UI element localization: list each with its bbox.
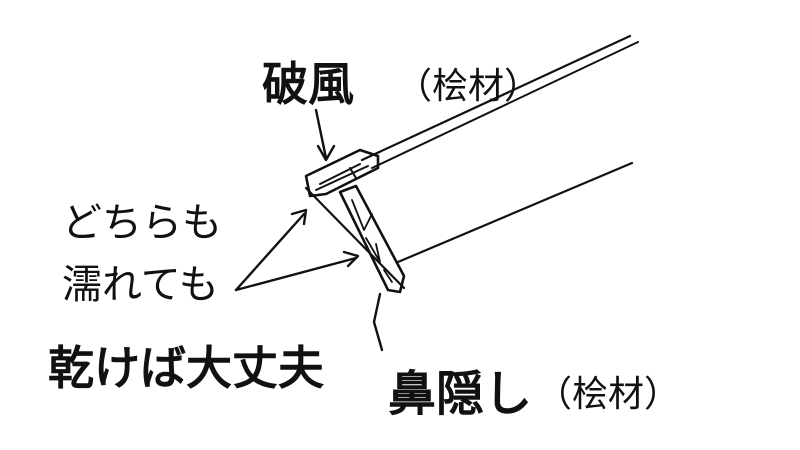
arrow-upper-head — [290, 208, 308, 226]
roof-front-edge — [304, 186, 406, 290]
arrow-to-hanakakushi — [372, 292, 384, 352]
left-note-line1: どちらも — [62, 200, 222, 246]
left-note-line2: 濡れても — [62, 262, 219, 308]
eave-bottom-line — [396, 161, 634, 264]
arrow-to-hafu — [314, 108, 328, 160]
arrow-lower-head — [342, 250, 360, 268]
arrows — [234, 108, 384, 352]
hanakakushi-material-label: （桧材） — [536, 374, 680, 415]
hafu-label: 破風 — [262, 57, 354, 111]
roof-outline — [304, 34, 639, 290]
hafu-material-label: （桧材） — [396, 66, 540, 107]
roof-top-line-inner — [371, 41, 639, 169]
roof-top-line-outer — [360, 34, 632, 162]
left-note-line3: 乾けば大丈夫 — [48, 341, 325, 395]
hanakakushi-board — [338, 184, 406, 294]
hanakakushi-label: 鼻隠し — [388, 366, 532, 422]
hafu-board — [304, 148, 380, 198]
arrow-upper-leg — [234, 212, 306, 292]
arrow-to-hafu-head — [316, 144, 336, 162]
arrow-lower-leg — [234, 256, 358, 292]
